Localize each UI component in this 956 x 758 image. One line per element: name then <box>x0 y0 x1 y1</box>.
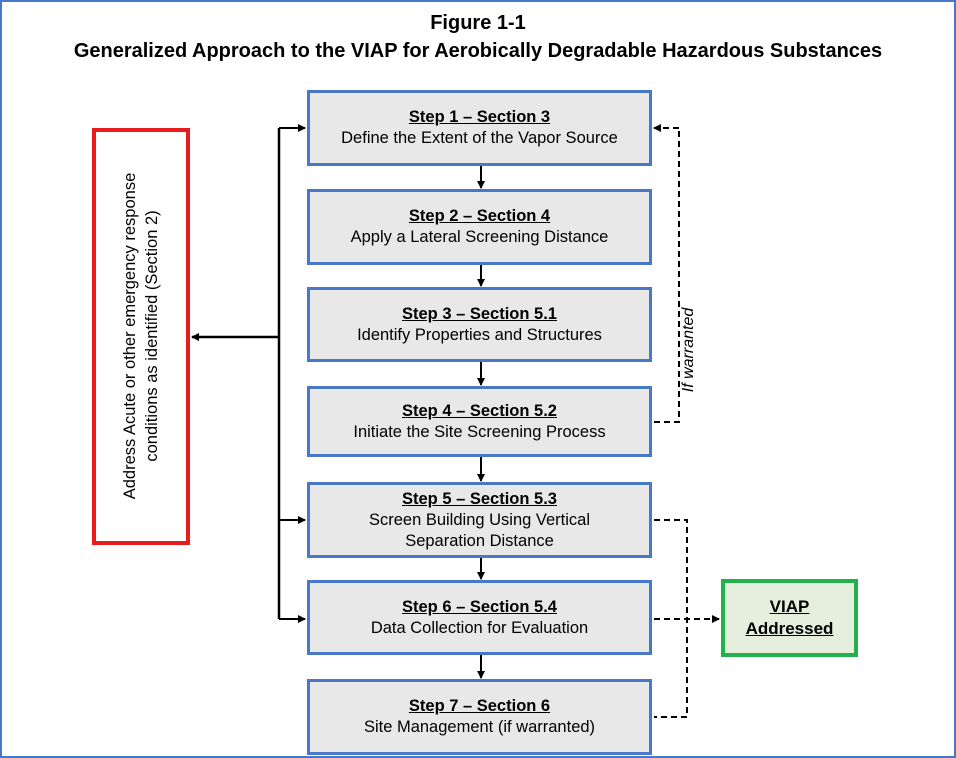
step-3-box: Step 3 – Section 5.1 Identify Properties… <box>307 287 652 362</box>
step-4-heading: Step 4 – Section 5.2 <box>402 401 557 420</box>
step-4-box: Step 4 – Section 5.2 Initiate the Site S… <box>307 386 652 457</box>
step-3-text: Identify Properties and Structures <box>357 325 602 344</box>
step-6-box: Step 6 – Section 5.4 Data Collection for… <box>307 580 652 655</box>
step-1-heading: Step 1 – Section 3 <box>408 108 551 126</box>
figure-title: Generalized Approach to the VIAP for Aer… <box>73 40 883 62</box>
step-5-heading: Step 5 – Section 5.3 <box>402 489 557 508</box>
step-7-box: Step 7 – Section 6 Site Management (if w… <box>307 679 652 755</box>
step-5-text: Screen Building Using Vertical Separatio… <box>368 510 591 550</box>
step-7-heading: Step 7 – Section 6 <box>408 697 551 715</box>
emergency-response-text: Address Acute or other emergency respons… <box>121 172 161 500</box>
step-6-heading: Step 6 – Section 5.4 <box>402 597 557 616</box>
figure-number: Figure 1-1 <box>430 12 526 34</box>
if-warranted-label: If warranted <box>680 307 697 393</box>
step-3-heading: Step 3 – Section 5.1 <box>402 304 557 323</box>
viap-addressed-line1: VIAP <box>769 597 810 616</box>
step-4-text: Initiate the Site Screening Process <box>353 422 606 441</box>
viap-addressed-box: VIAP Addressed <box>721 579 858 657</box>
step-1-box: Step 1 – Section 3 Define the Extent of … <box>307 90 652 166</box>
feedback-loop <box>654 128 680 423</box>
viap-addressed-line2: Addressed <box>745 619 834 638</box>
emergency-response-box <box>92 128 190 545</box>
step-2-box: Step 2 – Section 4 Apply a Lateral Scree… <box>307 189 652 265</box>
step-2-heading: Step 2 – Section 4 <box>408 207 551 225</box>
step-2-text: Apply a Lateral Screening Distance <box>350 228 609 246</box>
step-5-box: Step 5 – Section 5.3 Screen Building Usi… <box>307 482 652 558</box>
step-6-text: Data Collection for Evaluation <box>370 618 589 637</box>
step-1-text: Define the Extent of the Vapor Source <box>341 129 618 147</box>
step-7-text: Site Management (if warranted) <box>363 718 596 736</box>
